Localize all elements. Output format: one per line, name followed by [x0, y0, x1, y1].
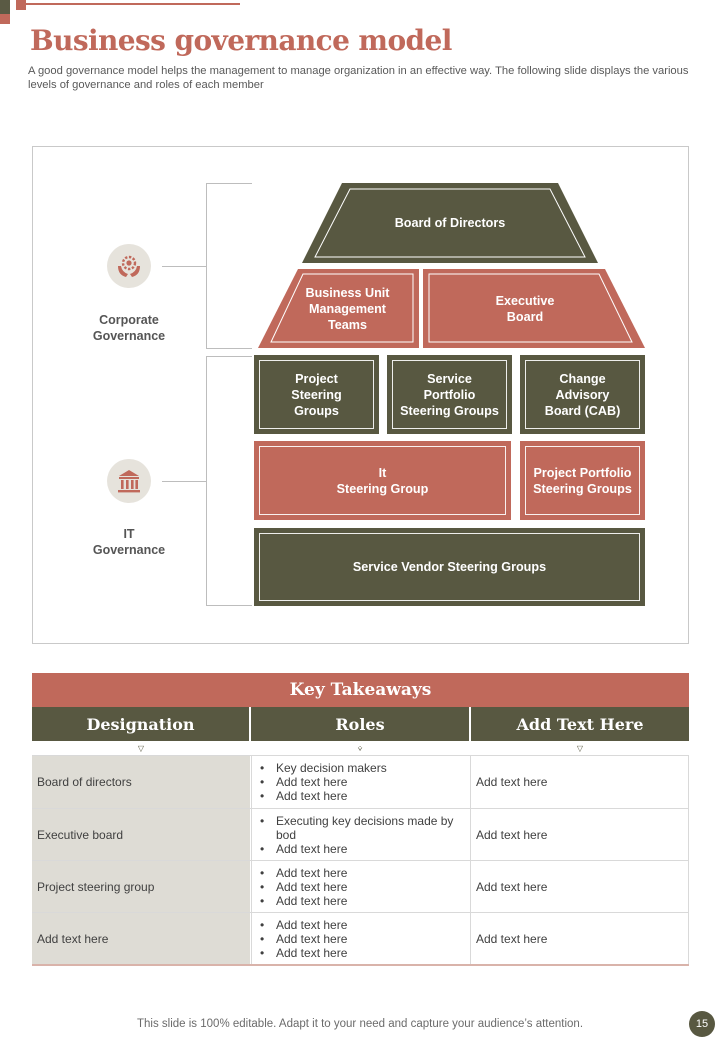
- column-header-roles: Roles: [251, 707, 469, 741]
- table-row: Executive board Executing key decisions …: [32, 808, 689, 860]
- executive-board-block: Executive Board: [423, 269, 645, 348]
- board-of-directors-block: Board of Directors: [302, 183, 598, 263]
- role-item: Executing key decisions made by bod: [258, 814, 458, 842]
- designation-cell: Executive board: [32, 809, 250, 860]
- page-subtitle: A good governance model helps the manage…: [28, 65, 689, 91]
- column-header-add-text: Add Text Here: [471, 707, 689, 741]
- corporate-governance-label: Corporate Governance: [92, 313, 166, 343]
- designation-cell: Add text here: [32, 913, 250, 964]
- page-title: Business governance model: [30, 24, 452, 57]
- role-item: Add text here: [258, 842, 458, 856]
- role-item: Add text here: [258, 789, 387, 803]
- project-steering-block: Project Steering Groups: [254, 355, 379, 434]
- designation-cell: Board of directors: [32, 756, 250, 808]
- corner-decoration: [0, 14, 10, 24]
- gear-hands-icon: [107, 244, 151, 288]
- role-item: Add text here: [258, 880, 347, 894]
- text-cell: Add text here: [470, 913, 689, 964]
- role-item: Add text here: [258, 775, 387, 789]
- it-bracket: [206, 356, 207, 606]
- chevron-down-icon: ▽: [137, 744, 145, 753]
- it-governance-label: IT Governance: [92, 527, 166, 557]
- footer-note: This slide is 100% editable. Adapt it to…: [136, 1018, 584, 1030]
- connector-line: [162, 266, 206, 267]
- text-cell: Add text here: [470, 756, 689, 808]
- bracket-line: [206, 348, 252, 349]
- business-unit-block: Business Unit Management Teams: [258, 269, 419, 348]
- corner-decoration: [0, 0, 10, 14]
- table-row: Add text here Add text here Add text her…: [32, 912, 689, 964]
- column-header-designation: Designation: [32, 707, 249, 741]
- top-accent-line: [26, 3, 240, 5]
- table-bottom-border: [32, 964, 689, 966]
- role-item: Key decision makers: [258, 761, 387, 775]
- roles-cell: Add text here Add text here Add text her…: [251, 913, 470, 964]
- roles-cell: Add text here Add text here Add text her…: [251, 861, 470, 912]
- text-cell: Add text here: [470, 809, 689, 860]
- bracket-line: [206, 356, 252, 357]
- role-item: Add text here: [258, 866, 347, 880]
- key-takeaways-header: Key Takeaways: [32, 673, 689, 707]
- page-number-badge: 15: [689, 1011, 715, 1037]
- role-item: Add text here: [258, 918, 347, 932]
- bracket-line: [206, 605, 252, 606]
- chevron-down-icon: ⩒: [357, 744, 363, 753]
- service-vendor-block: Service Vendor Steering Groups: [254, 528, 645, 606]
- corner-decoration: [16, 0, 26, 10]
- corporate-bracket: [206, 183, 207, 349]
- role-item: Add text here: [258, 894, 347, 908]
- roles-cell: Executing key decisions made by bod Add …: [251, 809, 470, 860]
- service-portfolio-block: Service Portfolio Steering Groups: [387, 355, 512, 434]
- table-row: Project steering group Add text here Add…: [32, 860, 689, 912]
- role-item: Add text here: [258, 932, 347, 946]
- bank-building-icon: [107, 459, 151, 503]
- roles-cell: Key decision makers Add text here Add te…: [251, 756, 470, 808]
- connector-line: [162, 481, 206, 482]
- bracket-line: [206, 183, 252, 184]
- text-cell: Add text here: [470, 861, 689, 912]
- project-portfolio-block: Project Portfolio Steering Groups: [520, 441, 645, 520]
- designation-cell: Project steering group: [32, 861, 250, 912]
- change-advisory-block: Change Advisory Board (CAB): [520, 355, 645, 434]
- chevron-down-icon: ▽: [576, 744, 584, 753]
- table-row: Board of directors Key decision makers A…: [32, 755, 689, 808]
- role-item: Add text here: [258, 946, 347, 960]
- it-steering-block: It Steering Group: [254, 441, 511, 520]
